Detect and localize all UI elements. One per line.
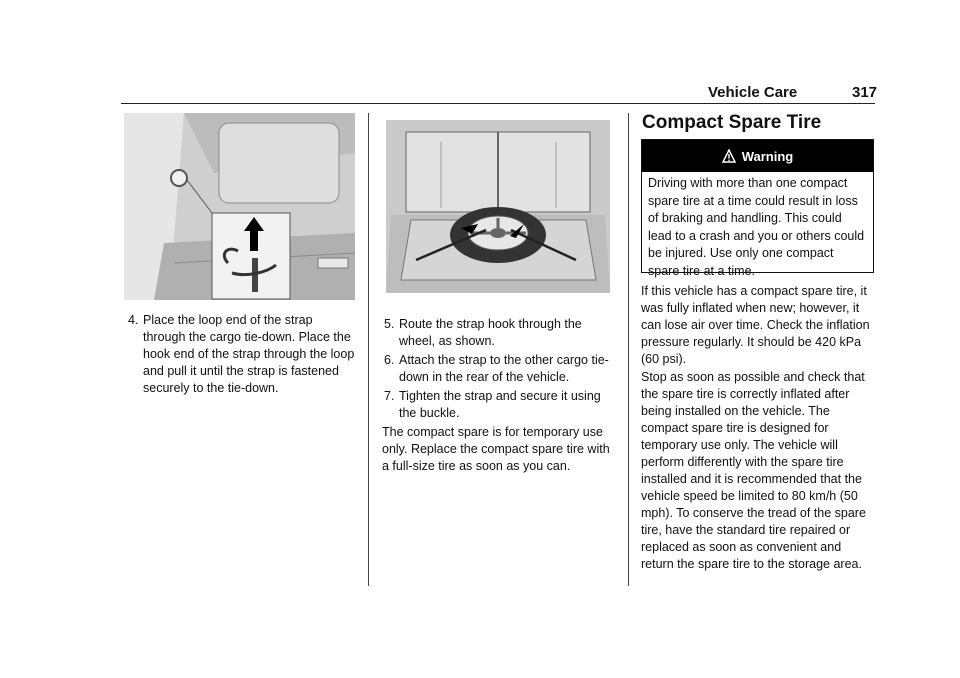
- cargo-tie-down-strap-illustration: [124, 113, 355, 300]
- column-divider-right: [628, 113, 629, 586]
- speed-limit-paragraph: Stop as soon as possible and check that …: [641, 370, 866, 571]
- step-text: Route the strap hook through the wheel, …: [399, 317, 582, 348]
- temporary-use-paragraph: The compact spare is for temporary use o…: [382, 425, 610, 473]
- step-number: 7.: [384, 389, 395, 403]
- step-7: 7. Tighten the strap and secure it using…: [384, 388, 616, 422]
- page-number: 317: [852, 84, 878, 101]
- step-6: 6. Attach the strap to the other cargo t…: [384, 352, 616, 386]
- step-text: Attach the strap to the other cargo tie-…: [399, 353, 609, 384]
- step-text: Place the loop end of the strap through …: [143, 313, 355, 395]
- inflation-paragraph: If this vehicle has a compact spare tire…: [641, 284, 870, 366]
- section-title: Compact Spare Tire: [642, 112, 822, 133]
- spare-tire-in-cargo-well-illustration: [386, 120, 610, 293]
- warning-box: Warning Driving with more than one compa…: [641, 139, 874, 278]
- warning-text: Driving with more than one compact spare…: [648, 176, 865, 278]
- step-number: 6.: [384, 353, 395, 367]
- header-rule: [121, 103, 875, 104]
- spare-tire-figure: [386, 120, 610, 293]
- step-number: 5.: [384, 317, 395, 331]
- column-divider-left: [368, 113, 369, 586]
- step-number: 4.: [128, 313, 139, 327]
- warning-header: Warning: [642, 140, 873, 172]
- warning-label: Warning: [741, 148, 794, 164]
- step-5: 5. Route the strap hook through the whee…: [384, 316, 616, 350]
- step-4: 4. Place the loop end of the strap throu…: [128, 312, 356, 397]
- running-header-section: Vehicle Care: [708, 84, 798, 101]
- cargo-tie-down-figure: [124, 113, 355, 300]
- step-text: Tighten the strap and secure it using th…: [399, 389, 601, 420]
- warning-triangle-icon: [721, 149, 736, 163]
